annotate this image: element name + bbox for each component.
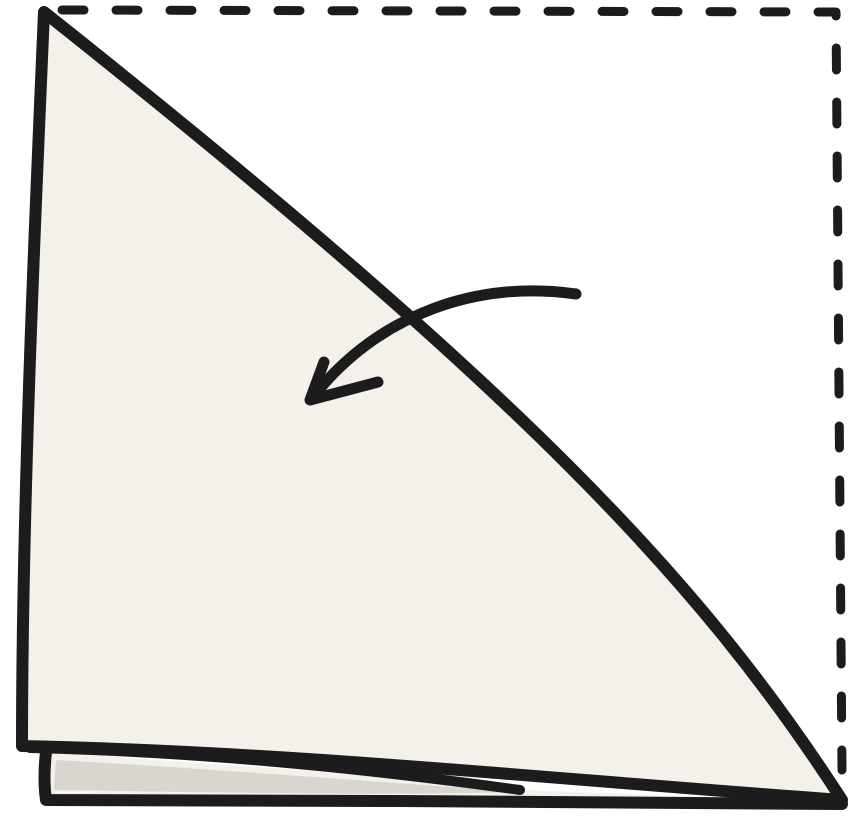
- folded-triangle: [22, 12, 842, 800]
